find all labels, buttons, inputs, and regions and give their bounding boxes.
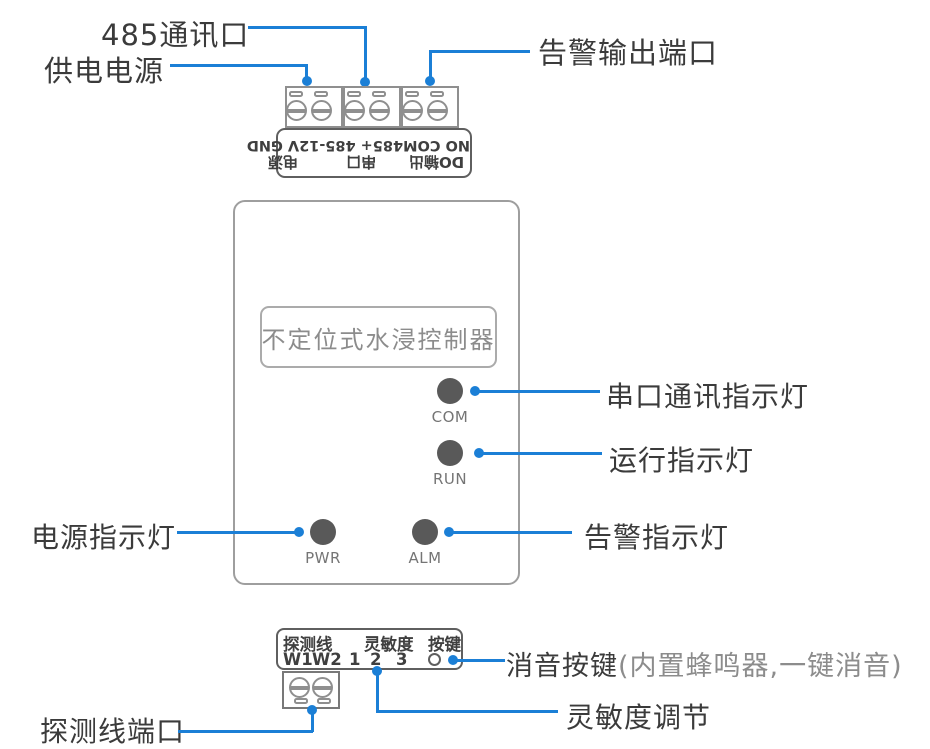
pwr-led bbox=[310, 519, 336, 545]
device-title: 不定位式水浸控制器 bbox=[261, 325, 496, 354]
terminal-group-pins: 485+ 485- bbox=[319, 136, 404, 153]
callout-line-detect bbox=[178, 729, 313, 733]
terminal-group-name: 串口 bbox=[346, 152, 377, 171]
terminal-group-power: 电源 12V GND bbox=[247, 130, 320, 176]
callout-line-power bbox=[170, 64, 308, 67]
screw-terminal-icon bbox=[286, 100, 307, 121]
bottom-panel-button-label: 按键 bbox=[428, 635, 461, 654]
wire-slot bbox=[317, 698, 331, 704]
bottom-panel-sensitivity-label: 灵敏度 bbox=[364, 635, 414, 654]
label-alm-led: 告警指示灯 bbox=[584, 521, 730, 554]
screw-terminal-icon bbox=[427, 100, 448, 121]
label-mute-note: (内置蜂鸣器,一键消音) bbox=[618, 651, 903, 682]
callout-dot-alarm-out bbox=[425, 76, 435, 86]
bottom-panel-detect-label: 探测线 bbox=[283, 635, 333, 654]
label-mute-main: 消音按键 bbox=[506, 651, 618, 682]
bottom-panel: 探测线 灵敏度 按键 W1 W2 1 2 3 bbox=[276, 628, 463, 670]
callout-line-alm bbox=[448, 530, 572, 534]
callout-line-pwr bbox=[177, 530, 299, 534]
screw-terminal-icon bbox=[369, 100, 390, 121]
callout-line-sensitivity bbox=[375, 709, 558, 713]
terminal-group-serial: 串口 485+ 485- bbox=[319, 130, 403, 176]
screw-terminal-icon bbox=[402, 100, 423, 121]
bottom-panel-w1: W1 bbox=[283, 650, 313, 669]
wire-slot bbox=[372, 91, 386, 97]
terminal-group-pins: 12V GND bbox=[246, 136, 320, 153]
wire-slot bbox=[289, 91, 303, 97]
device-title-box: 不定位式水浸控制器 bbox=[260, 306, 497, 368]
callout-line-mute bbox=[452, 658, 505, 662]
wire-slot bbox=[405, 91, 419, 97]
callout-dot-pwr bbox=[294, 527, 304, 537]
alm-led-label: ALM bbox=[408, 549, 442, 567]
label-485-comm-port: 485通讯口 bbox=[101, 18, 250, 52]
callout-line-485 bbox=[248, 26, 366, 29]
com-led-label: COM bbox=[431, 408, 469, 426]
label-sensitivity: 灵敏度调节 bbox=[566, 701, 712, 734]
bottom-panel-sens-2: 2 bbox=[370, 650, 382, 669]
callout-line-detect-drop bbox=[310, 709, 314, 732]
alm-led bbox=[412, 519, 438, 545]
callout-line-485-drop bbox=[364, 26, 367, 83]
pwr-led-label: PWR bbox=[305, 549, 341, 567]
bottom-panel-w2: W2 bbox=[312, 650, 342, 669]
callout-line-alarm-out-drop bbox=[429, 50, 432, 83]
callout-line-power-drop bbox=[305, 64, 308, 83]
screw-terminal-icon bbox=[344, 100, 365, 121]
callout-line-alarm-out bbox=[431, 50, 530, 53]
run-led-label: RUN bbox=[432, 470, 468, 488]
label-alarm-output-port: 告警输出端口 bbox=[538, 36, 719, 70]
bottom-panel-sens-3: 3 bbox=[396, 650, 408, 669]
label-mute-button: 消音按键(内置蜂鸣器,一键消音) bbox=[506, 644, 903, 683]
label-run-led: 运行指示灯 bbox=[609, 444, 755, 477]
terminal-group-do-output: DO输出 NO COM bbox=[403, 130, 470, 176]
terminal-label-plate-rotated: DO输出 NO COM 串口 485+ 485- 电源 12V GND bbox=[247, 130, 470, 176]
wire-slot bbox=[347, 91, 361, 97]
label-com-led: 串口通讯指示灯 bbox=[606, 380, 810, 413]
screw-terminal-icon bbox=[311, 100, 332, 121]
label-power-supply: 供电电源 bbox=[44, 54, 165, 88]
label-detect-port: 探测线端口 bbox=[40, 715, 186, 748]
com-led bbox=[437, 378, 463, 404]
bottom-panel-sens-1: 1 bbox=[349, 650, 361, 669]
label-pwr-led: 电源指示灯 bbox=[31, 521, 177, 554]
callout-line-run bbox=[478, 451, 602, 455]
callout-line-sensitivity-drop bbox=[375, 670, 379, 711]
terminal-group-name: 电源 bbox=[268, 152, 299, 171]
mute-button-icon bbox=[428, 653, 441, 666]
wire-slot bbox=[294, 698, 308, 704]
screw-terminal-icon bbox=[312, 677, 333, 698]
screw-terminal-icon bbox=[289, 677, 310, 698]
wire-slot bbox=[314, 91, 328, 97]
run-led bbox=[437, 440, 463, 466]
callout-dot-485 bbox=[360, 77, 370, 87]
wire-slot bbox=[430, 91, 444, 97]
terminal-label-plate: DO输出 NO COM 串口 485+ 485- 电源 12V GND bbox=[247, 128, 472, 178]
terminal-group-name: DO输出 bbox=[408, 152, 465, 171]
callout-dot-power bbox=[302, 76, 312, 86]
terminal-group-pins: NO COM bbox=[403, 136, 470, 153]
callout-line-com bbox=[474, 389, 600, 393]
